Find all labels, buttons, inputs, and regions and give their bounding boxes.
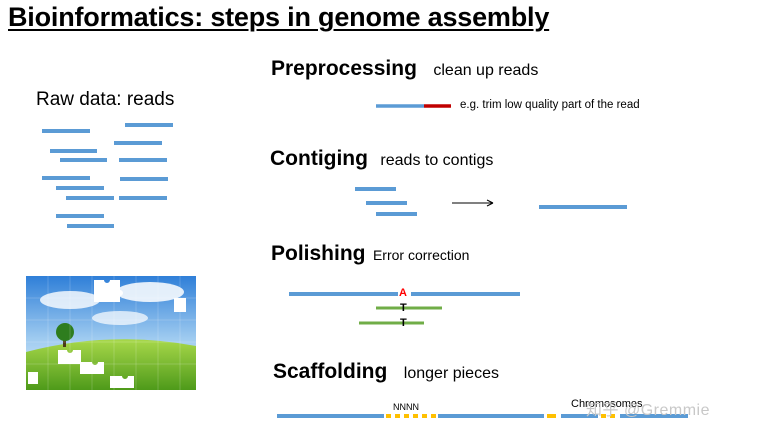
step-contiging-title: Contiging	[270, 147, 368, 170]
step-contiging: Contiging reads to contigs	[270, 147, 493, 171]
raw-reads-right	[114, 123, 173, 200]
step-contiging-desc: reads to contigs	[380, 152, 494, 169]
watermark: 知乎 @Gremmie	[586, 402, 710, 419]
missing-puzzle-pieces	[28, 280, 186, 388]
trim-note: e.g. trim low quality part of the read	[460, 99, 640, 111]
step-polishing-title: Polishing	[271, 242, 366, 265]
step-preprocessing: Preprocessing clean up reads	[271, 57, 538, 81]
base-correct: T	[400, 317, 407, 329]
step-polishing: Polishing Error correction	[271, 242, 469, 266]
step-polishing-desc: Error correction	[372, 247, 470, 263]
base-error: A	[399, 287, 407, 299]
polishing-alignment	[289, 292, 520, 325]
step-scaffolding-desc: longer pieces	[403, 365, 499, 382]
step-preprocessing-title: Preprocessing	[271, 57, 417, 80]
step-preprocessing-desc: clean up reads	[433, 62, 539, 79]
base-correct: T	[400, 302, 407, 314]
contig-reads	[355, 187, 417, 216]
raw-reads-left	[42, 129, 114, 228]
puzzle-image	[26, 276, 196, 390]
chromosomes-label: Chromosomes	[571, 398, 643, 410]
step-scaffolding-title: Scaffolding	[273, 360, 388, 383]
arrow-icon	[452, 199, 494, 207]
page-title: Bioinformatics: steps in genome assembly	[8, 2, 550, 32]
raw-data-label: Raw data: reads	[36, 89, 175, 110]
step-scaffolding: Scaffolding longer pieces	[273, 360, 499, 384]
gap-label: NNNN	[393, 402, 419, 412]
